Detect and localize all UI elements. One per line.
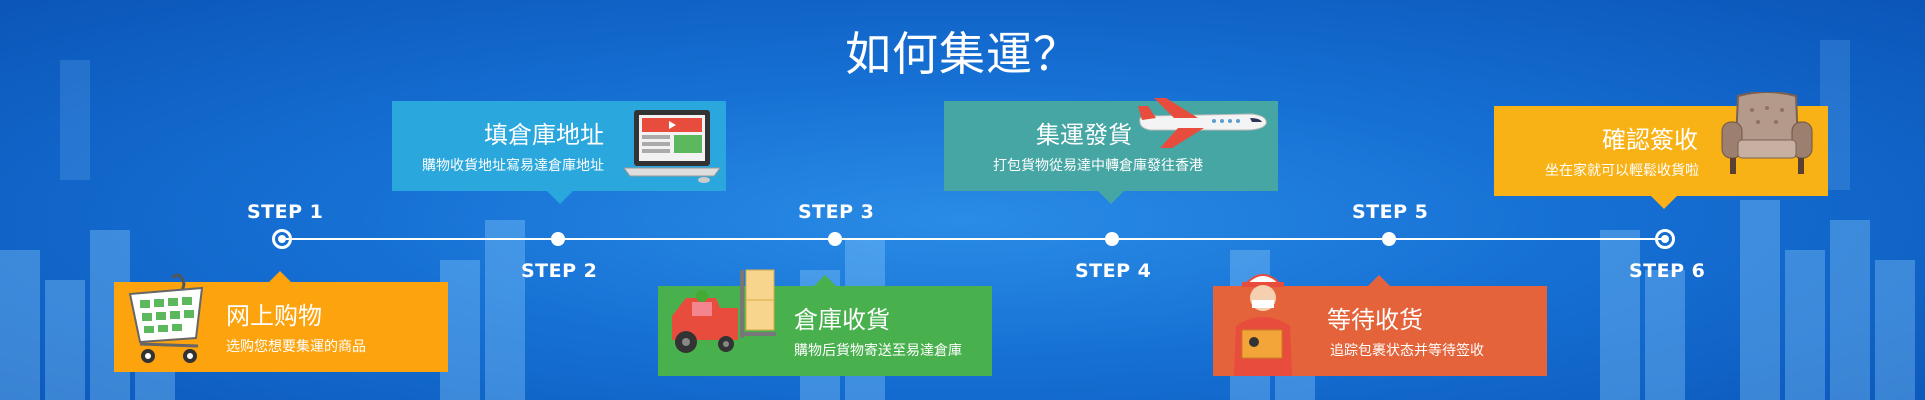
laptop-icon bbox=[623, 110, 721, 183]
card-pointer bbox=[814, 275, 836, 286]
card-pointer bbox=[547, 191, 573, 204]
step-4-heading: 集運發貨 bbox=[1036, 121, 1132, 149]
step-5-description: 追踪包裹状态并等待签收 bbox=[1330, 343, 1484, 359]
armchair-icon bbox=[1721, 92, 1813, 174]
card-pointer bbox=[1098, 191, 1124, 204]
timeline-node-1 bbox=[272, 229, 292, 249]
step-3-heading: 倉庫收貨 bbox=[794, 306, 890, 334]
card-pointer bbox=[269, 271, 291, 282]
forklift-icon bbox=[672, 269, 776, 353]
timeline-node-3 bbox=[828, 232, 842, 246]
timeline-node-6 bbox=[1655, 229, 1675, 249]
step-6-label: STEP 6 bbox=[1629, 260, 1706, 282]
step-1-heading: 网上购物 bbox=[226, 302, 322, 330]
timeline-line bbox=[280, 238, 1665, 240]
page-title: 如何集運？ bbox=[845, 27, 1080, 81]
shopping-cart-icon bbox=[128, 273, 204, 363]
step-5-heading: 等待收货 bbox=[1327, 306, 1423, 334]
step-3-description: 購物后貨物寄送至易達倉庫 bbox=[794, 343, 962, 359]
step-2-label: STEP 2 bbox=[521, 260, 598, 282]
courier-icon bbox=[1234, 274, 1292, 376]
card-pointer bbox=[1368, 275, 1390, 286]
step-2-description: 購物收貨地址寫易達倉庫地址 bbox=[422, 158, 604, 174]
step-4-description: 打包貨物從易達中轉倉庫發往香港 bbox=[993, 158, 1203, 174]
step-2-heading: 填倉庫地址 bbox=[484, 121, 604, 149]
step-6-heading: 確認簽收 bbox=[1602, 126, 1698, 154]
step-3-label: STEP 3 bbox=[798, 201, 875, 223]
timeline-node-5 bbox=[1382, 232, 1396, 246]
timeline-node-2 bbox=[551, 232, 565, 246]
step-1-description: 选购您想要集運的商品 bbox=[226, 339, 366, 355]
step-6-description: 坐在家就可以輕鬆收貨啦 bbox=[1545, 163, 1699, 179]
timeline-node-4 bbox=[1105, 232, 1119, 246]
step-4-label: STEP 4 bbox=[1075, 260, 1152, 282]
airplane-icon bbox=[1138, 98, 1267, 148]
step-5-label: STEP 5 bbox=[1352, 201, 1429, 223]
step-1-label: STEP 1 bbox=[247, 201, 324, 223]
card-pointer bbox=[1651, 196, 1677, 209]
